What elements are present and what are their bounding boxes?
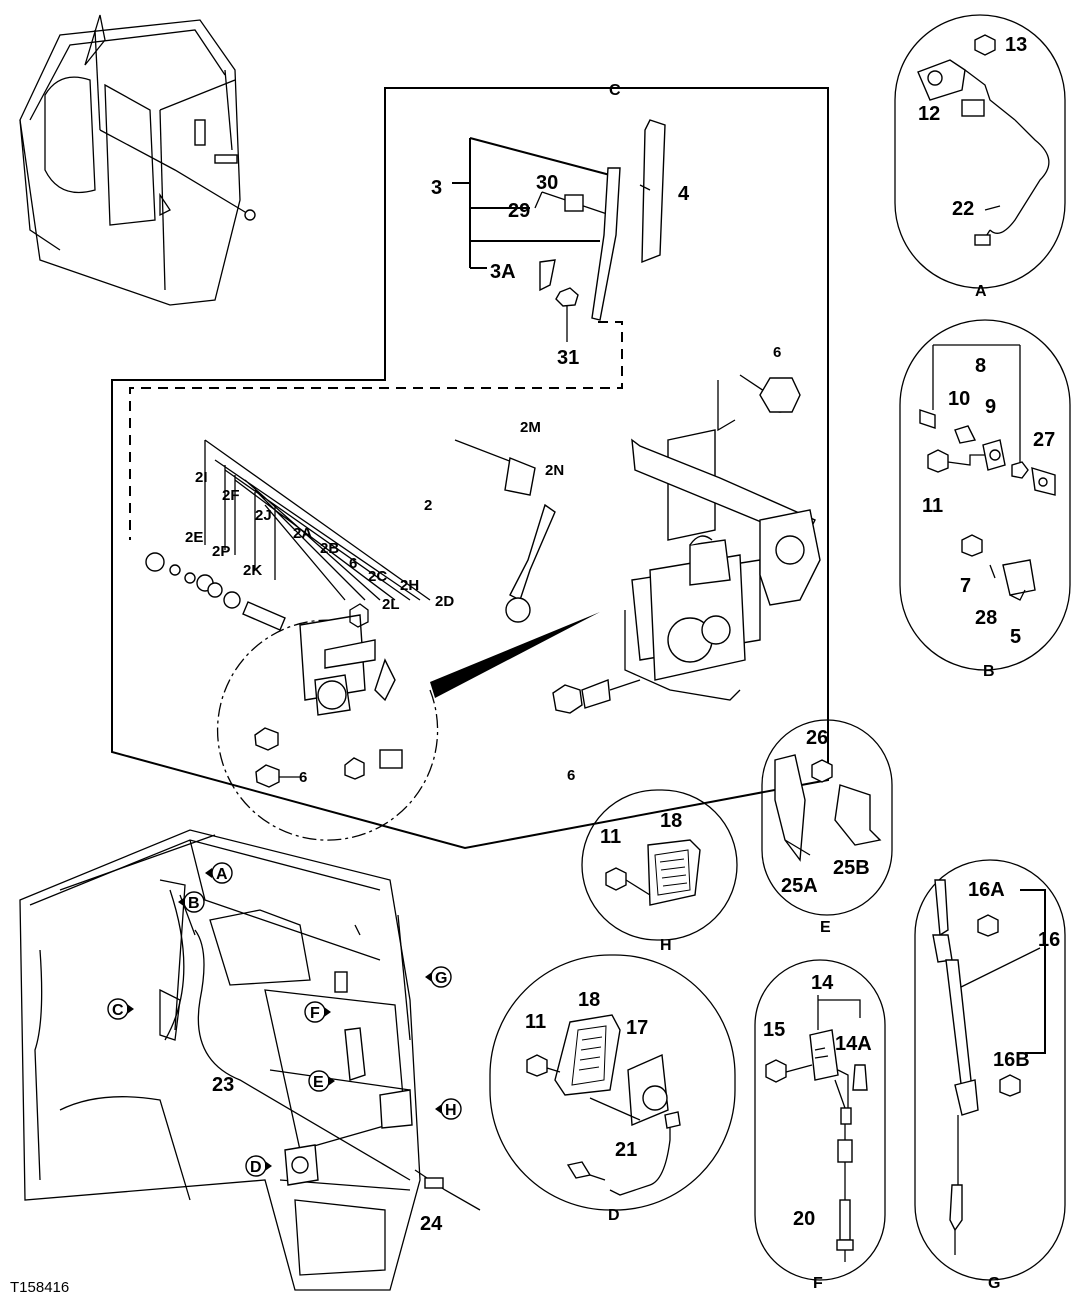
panel-e: E 26 25A 25B — [761, 719, 893, 936]
label-2J: 2J — [255, 507, 272, 524]
panel-h: H 11 18 — [581, 789, 738, 954]
label-18-d: 18 — [578, 989, 600, 1011]
panel-f-letter: F — [813, 1275, 823, 1292]
label-11-h: 11 — [600, 826, 621, 848]
label-10: 10 — [948, 388, 970, 410]
panel-c-frame — [111, 87, 829, 850]
panel-d-letter: D — [608, 1207, 620, 1224]
label-15: 15 — [763, 1019, 785, 1041]
panel-c: C 3 30 29 4 3A 31 2M 2N 2I 2F 2E 2P 2J 2… — [111, 82, 829, 850]
label-2I: 2I — [195, 469, 208, 486]
cab-callout-a-text: A — [216, 866, 228, 883]
label-20: 20 — [793, 1208, 815, 1230]
label-6-bottom: 6 — [567, 767, 575, 784]
label-6-upper: 6 — [349, 555, 357, 572]
label-11-b: 11 — [922, 495, 943, 517]
label-28: 28 — [975, 607, 997, 629]
label-2M: 2M — [520, 419, 541, 436]
cab-overview-large: A B C E F G H D 23 24 — [19, 829, 481, 1291]
cab-callout-h-text: H — [445, 1102, 457, 1119]
label-2B: 2B — [320, 540, 339, 557]
cab-callout-b-text: B — [188, 895, 200, 912]
label-group-2-series — [204, 439, 431, 601]
label-3A: 3A — [490, 261, 516, 283]
label-14A: 14A — [835, 1033, 872, 1055]
label-2F: 2F — [222, 487, 240, 504]
label-7: 7 — [960, 575, 971, 597]
panel-a-letter: A — [975, 283, 987, 300]
label-22: 22 — [952, 198, 974, 220]
label-3: 3 — [431, 177, 442, 199]
cab-overview-small — [19, 14, 256, 306]
cab-callout-c-text: C — [112, 1002, 124, 1019]
label-27: 27 — [1033, 429, 1055, 451]
label-24: 24 — [420, 1213, 443, 1235]
figure-id: T158416 — [10, 1279, 69, 1296]
label-29: 29 — [508, 200, 530, 222]
label-2: 2 — [424, 497, 432, 514]
label-9: 9 — [985, 396, 996, 418]
label-4: 4 — [678, 183, 690, 205]
label-14: 14 — [811, 972, 834, 994]
panel-a: A 13 12 22 — [894, 14, 1066, 300]
label-18-h: 18 — [660, 810, 682, 832]
label-6-topright: 6 — [773, 344, 781, 361]
label-2P: 2P — [212, 543, 230, 560]
label-11-d: 11 — [525, 1011, 546, 1033]
panel-h-letter: H — [660, 937, 672, 954]
label-25A: 25A — [781, 875, 818, 897]
cab-callout-e-text: E — [313, 1074, 324, 1091]
panel-b-letter: B — [983, 663, 995, 680]
label-2C: 2C — [368, 568, 387, 585]
panel-g: G 16A 16 16B — [914, 859, 1066, 1292]
label-2N: 2N — [545, 462, 564, 479]
label-21: 21 — [615, 1139, 637, 1161]
cab-callout-f-text: F — [310, 1005, 320, 1022]
label-2E: 2E — [185, 529, 203, 546]
label-6-circle: 6 — [299, 769, 307, 786]
label-25B: 25B — [833, 857, 870, 879]
cab-callout-g-text: G — [435, 970, 447, 987]
label-13: 13 — [1005, 34, 1027, 56]
label-31: 31 — [557, 347, 579, 369]
panel-c-letter: C — [609, 82, 621, 99]
label-2D: 2D — [435, 593, 454, 610]
panel-b: B 8 10 9 27 11 7 28 5 — [899, 319, 1071, 680]
label-2K: 2K — [243, 562, 262, 579]
label-2A: 2A — [293, 525, 312, 542]
label-5: 5 — [1010, 626, 1021, 648]
label-17: 17 — [626, 1017, 648, 1039]
cab-callout-d-text: D — [250, 1159, 262, 1176]
panel-g-letter: G — [988, 1275, 1000, 1292]
label-2L: 2L — [382, 596, 400, 613]
label-2H: 2H — [400, 577, 419, 594]
panel-e-letter: E — [820, 919, 831, 936]
label-23: 23 — [212, 1074, 234, 1096]
label-30: 30 — [536, 172, 558, 194]
label-26: 26 — [806, 727, 828, 749]
panel-f: F 14 15 14A 20 — [754, 959, 886, 1292]
label-8: 8 — [975, 355, 986, 377]
label-12: 12 — [918, 103, 940, 125]
panel-d: D 11 18 17 21 — [489, 954, 736, 1224]
label-16A: 16A — [968, 879, 1005, 901]
label-16: 16 — [1038, 929, 1060, 951]
label-16B: 16B — [993, 1049, 1030, 1071]
